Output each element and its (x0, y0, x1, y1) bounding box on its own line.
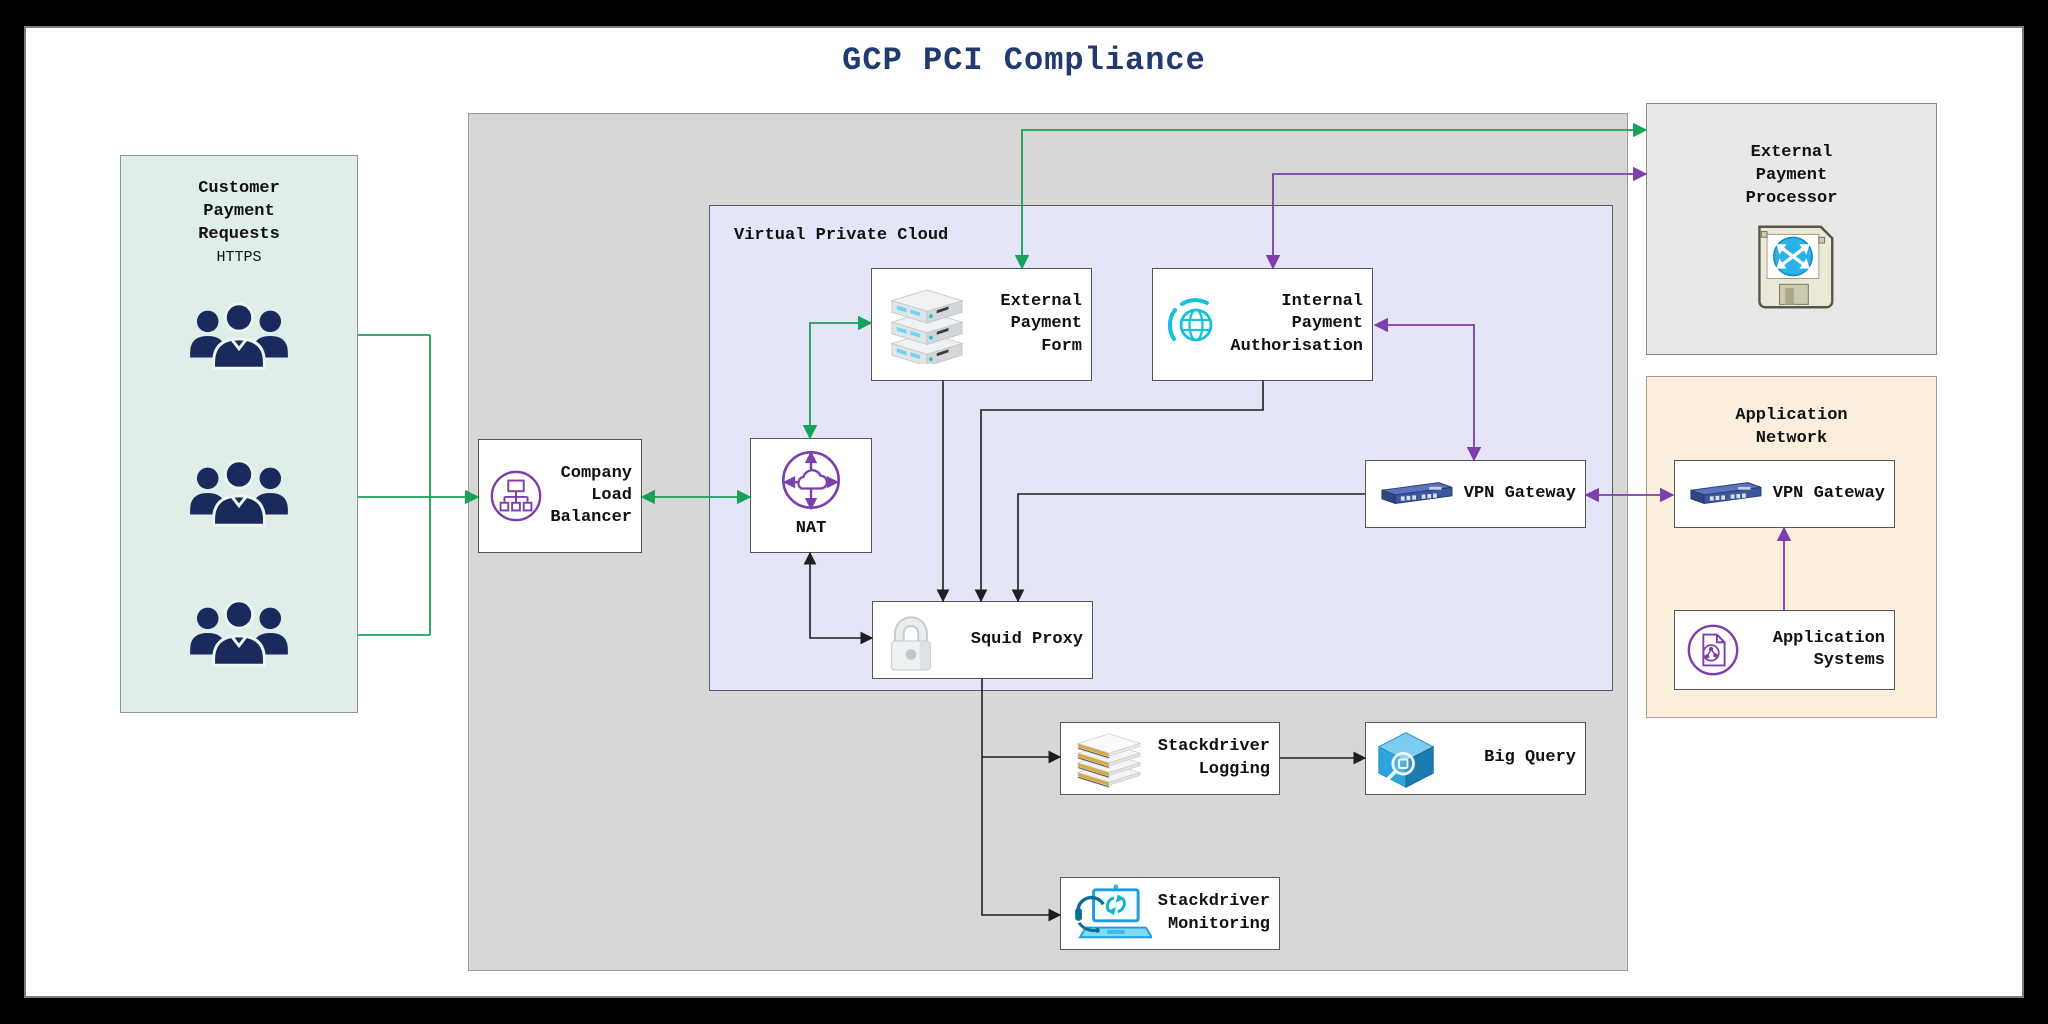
customer-zone-protocol: HTTPS (216, 248, 262, 266)
laptop-monitoring-icon (1070, 883, 1152, 945)
people-group-icon (179, 451, 299, 542)
padlock-icon (882, 608, 940, 672)
appnet-vpn-gateway-node: VPN Gateway (1674, 460, 1895, 528)
external-payment-form-node: External Payment Form (871, 268, 1092, 381)
app-document-icon (1684, 621, 1742, 679)
customer-zone-header: Customer Payment Requests HTTPS (121, 178, 357, 266)
external-payment-form-label: External Payment Form (1000, 292, 1082, 356)
stackdriver-monitoring-label: Stackdriver Monitoring (1157, 892, 1270, 934)
squid-proxy-label: Squid Proxy (970, 629, 1083, 649)
internal-payment-authorisation-label: Internal Payment Authorisation (1230, 292, 1363, 356)
router-icon (1375, 476, 1457, 512)
appnet-vpn-gateway-label: VPN Gateway (1772, 483, 1885, 503)
people-group-icon (179, 591, 299, 682)
stackdriver-logging-label: Stackdriver Logging (1157, 737, 1270, 779)
big-query-label: Big Query (1484, 748, 1576, 768)
globe-icon (1162, 293, 1226, 357)
paper-stack-icon (1070, 728, 1148, 790)
company-load-balancer-label: Company Load Balancer (550, 463, 632, 528)
vpc-label: Virtual Private Cloud (734, 226, 949, 245)
router-icon (1684, 476, 1766, 512)
vpc-vpn-gateway-label: VPN Gateway (1463, 483, 1576, 503)
nat-node: NAT (750, 438, 872, 553)
application-systems-node: Application Systems (1674, 610, 1895, 690)
people-group-icon (179, 294, 299, 385)
cloud-nat-icon (778, 447, 844, 513)
customer-payment-requests-zone: Customer Payment Requests HTTPS (120, 155, 358, 713)
internal-payment-authorisation-node: Internal Payment Authorisation (1152, 268, 1373, 381)
floppy-router-icon (1746, 221, 1838, 318)
customer-zone-title: Customer Payment Requests (198, 179, 280, 244)
external-payment-processor-zone: External Payment Processor (1646, 103, 1937, 355)
page-title: GCP PCI Compliance (842, 42, 1206, 79)
squid-proxy-node: Squid Proxy (872, 601, 1093, 679)
cube-magnifier-icon (1375, 728, 1437, 790)
vpc-vpn-gateway-node: VPN Gateway (1365, 460, 1586, 528)
stackdriver-monitoring-node: Stackdriver Monitoring (1060, 877, 1280, 950)
application-network-label: Application Network (1735, 406, 1848, 448)
company-load-balancer-node: Company Load Balancer (478, 439, 642, 553)
server-stack-icon (881, 286, 973, 364)
big-query-node: Big Query (1365, 722, 1586, 795)
application-systems-label: Application Systems (1772, 628, 1885, 670)
stackdriver-logging-node: Stackdriver Logging (1060, 722, 1280, 795)
load-balancer-icon (488, 468, 544, 524)
nat-label: NAT (795, 519, 827, 538)
external-payment-processor-label: External Payment Processor (1745, 143, 1838, 208)
